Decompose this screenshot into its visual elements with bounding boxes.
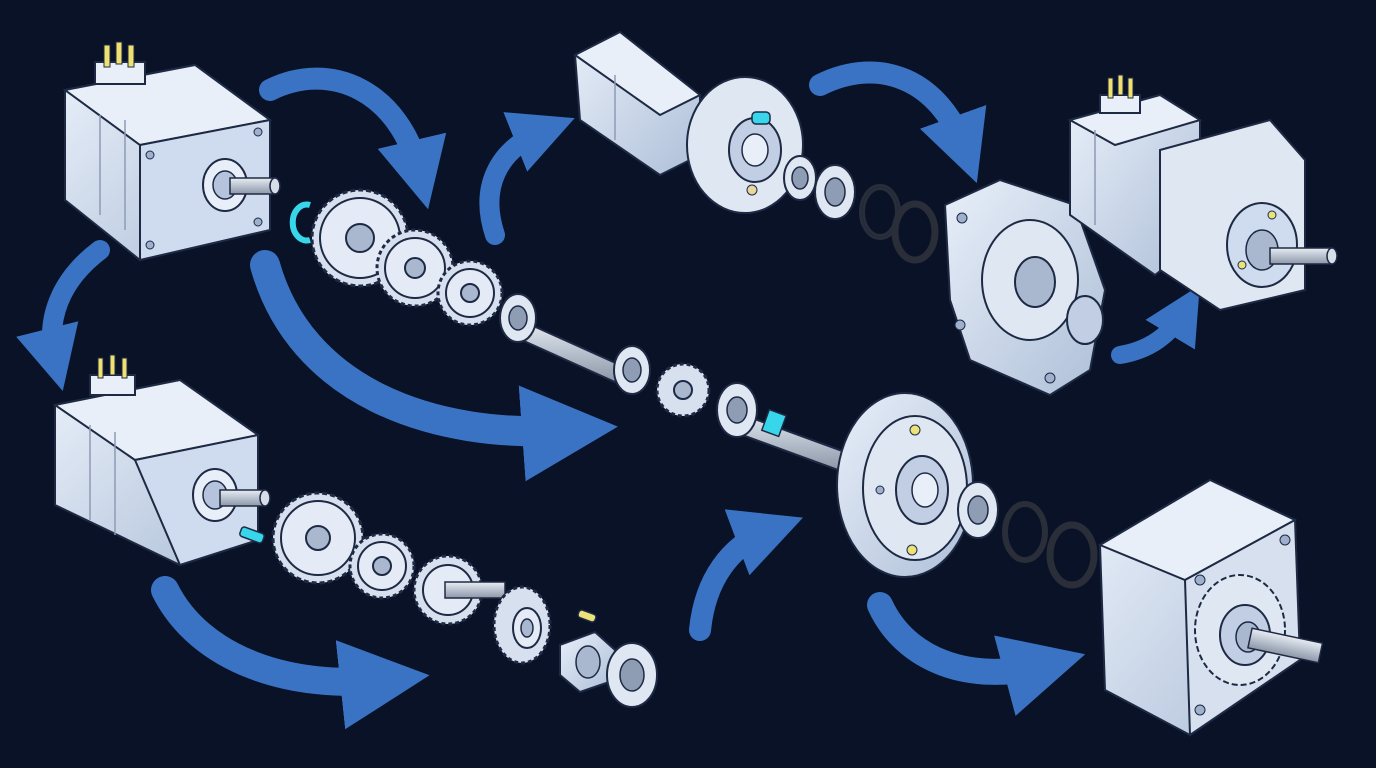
curved-arrow-icon [689, 509, 803, 641]
stepper-motor-icon [573, 30, 804, 214]
flow-arrows [16, 61, 1200, 730]
bushing-icon [559, 630, 616, 694]
spur-gear-icon [375, 228, 455, 308]
ball-bearing-icon [957, 481, 999, 539]
ball-bearing-icon [814, 164, 856, 220]
spur-gear-icon [271, 491, 365, 585]
stepper-motor-icon [1067, 74, 1338, 312]
oil-seal-icon [1046, 521, 1098, 589]
ball-bearing-icon [716, 382, 758, 438]
retaining-clip-icon [289, 201, 311, 244]
pin-icon [577, 609, 597, 623]
flange-plate-icon [836, 392, 974, 578]
curved-arrow-icon [16, 240, 110, 392]
curved-arrow-icon [809, 61, 987, 184]
curved-arrow-icon [1111, 285, 1200, 364]
spur-gear-icon [655, 362, 711, 418]
stepper-motor-icon [62, 41, 281, 262]
bevel-gear-icon [492, 585, 552, 665]
ball-bearing-icon [499, 293, 537, 343]
curved-arrow-icon [867, 592, 1086, 716]
curved-arrow-icon [479, 112, 575, 245]
curved-arrow-icon [250, 250, 618, 482]
curved-arrow-icon [151, 576, 430, 730]
ball-bearing-icon [783, 155, 817, 201]
spur-gear-icon [348, 532, 416, 600]
oil-seal-icon [1002, 501, 1048, 563]
stepper-motor-icon [52, 354, 271, 567]
spur-gear-icon [436, 259, 504, 327]
shaft-key-icon [760, 408, 788, 438]
oil-seal-icon [891, 200, 939, 264]
curved-arrow-icon [259, 67, 447, 210]
gearbox-housing-icon [943, 178, 1107, 397]
spur-gear-icon [412, 554, 506, 626]
gearbox-housing-icon [1097, 478, 1324, 737]
ball-bearing-icon [606, 642, 658, 708]
ball-bearing-icon [613, 345, 651, 395]
shaft-key-icon [239, 526, 265, 544]
